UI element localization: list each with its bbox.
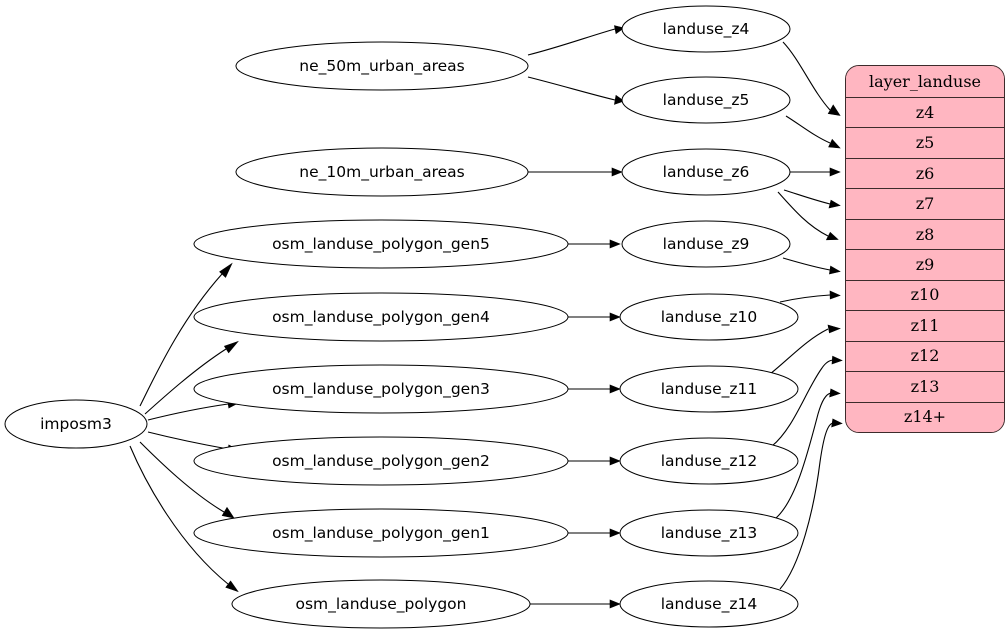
layer-table-row-z4[interactable]: z4 (846, 98, 1004, 129)
node-landuse_z5[interactable]: landuse_z5 (621, 76, 791, 124)
node-osm_landuse_polygon_gen2[interactable]: osm_landuse_polygon_gen2 (193, 436, 569, 486)
node-ne_10m_urban_areas[interactable]: ne_10m_urban_areas (235, 147, 529, 197)
layer-table-row-z9[interactable]: z9 (846, 250, 1004, 281)
edge-gen4-to-landuse_z10 (568, 312, 621, 322)
node-landuse_z13-label: landuse_z13 (661, 524, 758, 543)
layer-table-row-z7[interactable]: z7 (846, 189, 1004, 220)
edge-gen2-to-landuse_z12 (568, 456, 621, 466)
edge-imposm3-to-gen1 (139, 441, 235, 519)
edge-ne50m-to-landuse_z5 (527, 76, 625, 105)
node-landuse_z6-label: landuse_z6 (663, 163, 750, 182)
node-layer_landuse-table[interactable]: layer_landuse z4 z5 z6 z7 z8 z9 z10 z11 … (845, 65, 1005, 433)
layer-table-row-z10[interactable]: z10 (846, 280, 1004, 312)
node-landuse_z4-label: landuse_z4 (663, 20, 750, 39)
edge-ne10m-to-landuse_z6 (528, 167, 623, 177)
node-ne_10m_urban_areas-label: ne_10m_urban_areas (299, 163, 464, 182)
edge-imposm3-to-gen5 (139, 262, 233, 407)
node-landuse_z11[interactable]: landuse_z11 (619, 365, 799, 413)
node-osm_landuse_polygon_gen5-label: osm_landuse_polygon_gen5 (272, 235, 490, 254)
edge-ne50m-to-landuse_z4 (527, 25, 625, 56)
edge-landuse_z6-to-z6 (789, 167, 841, 177)
edge-landuse_z11-to-z11 (769, 324, 841, 375)
edge-landuse_z5-to-z5 (785, 115, 841, 149)
node-osm_landuse_polygon_gen3-label: osm_landuse_polygon_gen3 (272, 380, 490, 399)
node-ne_50m_urban_areas[interactable]: ne_50m_urban_areas (235, 41, 529, 91)
node-landuse_z10[interactable]: landuse_z10 (619, 293, 799, 341)
layer-table-row-z8[interactable]: z8 (846, 219, 1004, 251)
node-imposm3-label: imposm3 (40, 415, 112, 433)
node-landuse_z12[interactable]: landuse_z12 (619, 437, 799, 485)
node-osm_landuse_polygon_gen4-label: osm_landuse_polygon_gen4 (272, 308, 490, 327)
node-landuse_z4[interactable]: landuse_z4 (621, 5, 791, 53)
node-landuse_z5-label: landuse_z5 (663, 91, 750, 110)
nodes-layer: imposm3 ne_50m_urban_areas ne_10m_urban_… (4, 5, 799, 629)
layer-table-row-z11[interactable]: z11 (846, 311, 1004, 342)
edge-landuse_z6-to-z8 (777, 191, 839, 241)
node-landuse_z14[interactable]: landuse_z14 (619, 580, 799, 628)
edge-imposm3-to-gen4 (144, 340, 239, 415)
edge-landuse_z4-to-z4 (782, 41, 841, 116)
node-osm_landuse_polygon[interactable]: osm_landuse_polygon (231, 579, 531, 629)
layer-table-row-z6[interactable]: z6 (846, 158, 1004, 190)
edge-landuse_z13-to-z13 (775, 388, 841, 519)
edge-osmpoly-to-landuse_z14 (530, 599, 621, 609)
node-osm_landuse_polygon_gen3[interactable]: osm_landuse_polygon_gen3 (193, 364, 569, 414)
node-osm_landuse_polygon_gen4[interactable]: osm_landuse_polygon_gen4 (193, 292, 569, 342)
edge-gen1-to-landuse_z13 (568, 528, 621, 538)
layer-table-row-z13[interactable]: z13 (846, 372, 1004, 403)
edge-imposm3-to-gen3 (147, 399, 240, 421)
edge-landuse_z9-to-z9 (782, 257, 841, 275)
layer-table-row-z5[interactable]: z5 (846, 128, 1004, 159)
node-landuse_z9[interactable]: landuse_z9 (621, 220, 791, 268)
node-landuse_z6[interactable]: landuse_z6 (621, 148, 791, 196)
node-osm_landuse_polygon_gen1[interactable]: osm_landuse_polygon_gen1 (193, 508, 569, 558)
node-ne_50m_urban_areas-label: ne_50m_urban_areas (299, 57, 464, 76)
edges-layer (129, 25, 843, 609)
node-osm_landuse_polygon_gen2-label: osm_landuse_polygon_gen2 (272, 452, 490, 471)
edge-landuse_z12-to-z12 (771, 355, 843, 447)
node-osm_landuse_polygon_gen5[interactable]: osm_landuse_polygon_gen5 (193, 219, 569, 269)
node-landuse_z13[interactable]: landuse_z13 (619, 509, 799, 557)
edge-imposm3-to-osm_landuse_polygon (129, 445, 239, 593)
layer-table-row-z12[interactable]: z12 (846, 341, 1004, 373)
node-landuse_z11-label: landuse_z11 (661, 380, 758, 399)
edge-landuse_z10-to-z10 (779, 290, 841, 303)
layer-table-header: layer_landuse (846, 66, 1004, 98)
layer-table-row-z14plus[interactable]: z14+ (846, 402, 1004, 432)
node-landuse_z12-label: landuse_z12 (661, 452, 758, 471)
edge-gen5-to-landuse_z9 (568, 239, 621, 249)
node-imposm3[interactable]: imposm3 (4, 399, 148, 449)
edge-landuse_z14-to-z14plus (779, 418, 843, 590)
edge-gen3-to-landuse_z11 (568, 384, 621, 394)
node-osm_landuse_polygon_gen1-label: osm_landuse_polygon_gen1 (272, 524, 490, 543)
edge-landuse_z6-to-z7 (783, 189, 841, 209)
node-landuse_z10-label: landuse_z10 (661, 308, 758, 327)
node-landuse_z9-label: landuse_z9 (663, 235, 750, 254)
node-osm_landuse_polygon-label: osm_landuse_polygon (295, 595, 466, 614)
node-landuse_z14-label: landuse_z14 (661, 595, 758, 614)
